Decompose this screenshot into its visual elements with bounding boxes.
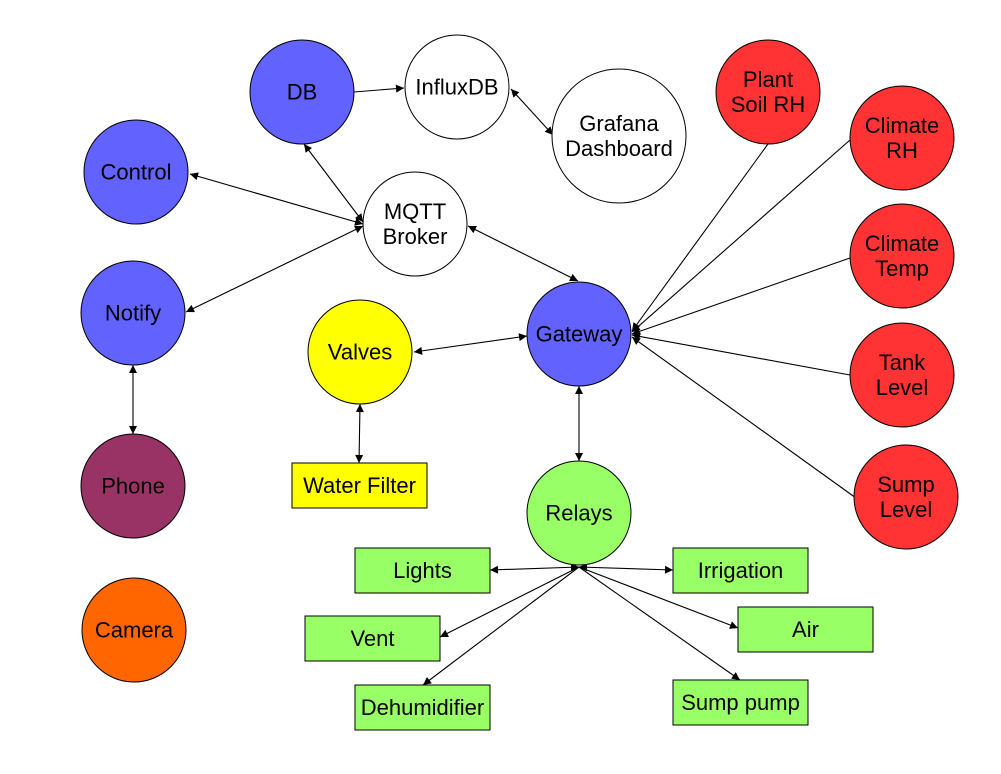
node-notify-label: Notify (105, 301, 161, 326)
edge-climate-rh-gateway (631, 139, 851, 333)
node-sump-pump: Sump pump (672, 679, 809, 726)
node-valves-shape (307, 299, 413, 405)
node-tank-level-label: Tank (879, 350, 926, 375)
edge-sump-level-gateway (631, 336, 857, 499)
edge-notify-mqtt (185, 225, 364, 313)
node-grafana-label: Dashboard (565, 136, 673, 161)
node-air-shape (737, 606, 874, 653)
edge-relays-vent (439, 566, 580, 638)
node-camera-label: Camera (95, 618, 174, 643)
node-phone-shape (80, 433, 186, 539)
node-air: Air (737, 606, 874, 653)
node-climate-rh-label: RH (886, 138, 918, 163)
node-db-label: DB (287, 80, 318, 105)
node-camera: Camera (81, 577, 187, 683)
edge-db-influxdb (353, 84, 405, 93)
node-notify: Notify (80, 260, 186, 366)
node-vent-shape (304, 615, 441, 662)
edge-mqtt-gateway (467, 225, 579, 282)
node-water-filter-shape (291, 462, 428, 509)
node-mqtt-label: MQTT (384, 199, 446, 224)
edge-relays-air (578, 566, 739, 629)
node-valves: Valves (307, 299, 413, 405)
edge-climate-temp-gateway (631, 257, 851, 336)
node-sump-level-label: Sump (877, 472, 934, 497)
node-water-filter-label: Water Filter (303, 473, 416, 498)
node-control: Control (83, 119, 189, 225)
node-gateway-label: Gateway (536, 322, 623, 347)
node-influxdb: InfluxDB (404, 34, 510, 140)
node-lights-label: Lights (393, 558, 452, 583)
node-climate-temp-shape (849, 203, 955, 309)
connections (129, 84, 857, 686)
node-plant-soil-shape (715, 39, 821, 145)
node-climate-temp-label: Temp (875, 256, 929, 281)
node-water-filter: Water Filter (291, 462, 428, 509)
node-sump-pump-shape (672, 679, 809, 726)
edge-plant-soil-gateway (631, 143, 769, 332)
edge-relays-sump-pump (578, 566, 741, 681)
node-climate-rh-label: Climate (865, 113, 940, 138)
node-relays-shape (526, 460, 632, 566)
node-air-label: Air (792, 617, 819, 642)
node-irrigation: Irrigation (672, 547, 809, 594)
node-dehumidifier: Dehumidifier (354, 684, 491, 731)
node-relays: Relays (526, 460, 632, 566)
edge-tank-level-gateway (631, 332, 851, 376)
node-grafana-shape (551, 68, 687, 204)
node-valves-label: Valves (328, 340, 392, 365)
node-plant-soil-label: Plant (743, 67, 793, 92)
node-phone: Phone (80, 433, 186, 539)
node-dehumidifier-label: Dehumidifier (361, 695, 485, 720)
node-climate-rh-shape (849, 85, 955, 191)
node-camera-shape (81, 577, 187, 683)
node-tank-level-shape (849, 322, 955, 428)
node-sump-level-label: Level (880, 497, 933, 522)
node-sump-pump-label: Sump pump (681, 690, 800, 715)
edge-relays-dehumidifier (422, 566, 580, 686)
node-climate-temp-label: Climate (865, 231, 940, 256)
node-sump-level-shape (853, 444, 959, 550)
node-gateway-shape (526, 281, 632, 387)
edge-valves-gateway (413, 333, 528, 355)
edge-relays-irrigation (578, 563, 674, 574)
node-relays-label: Relays (545, 501, 612, 526)
node-dehumidifier-shape (354, 684, 491, 731)
edge-relays-lights (489, 563, 580, 574)
node-notify-shape (80, 260, 186, 366)
node-phone-label: Phone (101, 474, 165, 499)
edge-influxdb-grafana (510, 88, 554, 136)
node-lights: Lights (354, 547, 491, 594)
node-vent-label: Vent (350, 626, 394, 651)
node-influxdb-label: InfluxDB (415, 75, 498, 100)
node-plant-soil-label: Soil RH (731, 92, 806, 117)
node-influxdb-shape (404, 34, 510, 140)
node-control-shape (83, 119, 189, 225)
node-lights-shape (354, 547, 491, 594)
node-vent: Vent (304, 615, 441, 662)
node-irrigation-label: Irrigation (698, 558, 784, 583)
node-irrigation-shape (672, 547, 809, 594)
node-gateway: Gateway (526, 281, 632, 387)
node-grafana-label: Grafana (579, 111, 659, 136)
node-mqtt-shape (362, 171, 468, 277)
node-tank-level-label: Level (876, 375, 929, 400)
node-db: DB (249, 39, 355, 145)
node-control-label: Control (101, 160, 172, 185)
edge-control-mqtt (189, 172, 364, 226)
edge-valves-water-filter (355, 403, 364, 464)
node-mqtt-label: Broker (383, 224, 448, 249)
edge-db-mqtt (303, 143, 364, 223)
node-db-shape (249, 39, 355, 145)
